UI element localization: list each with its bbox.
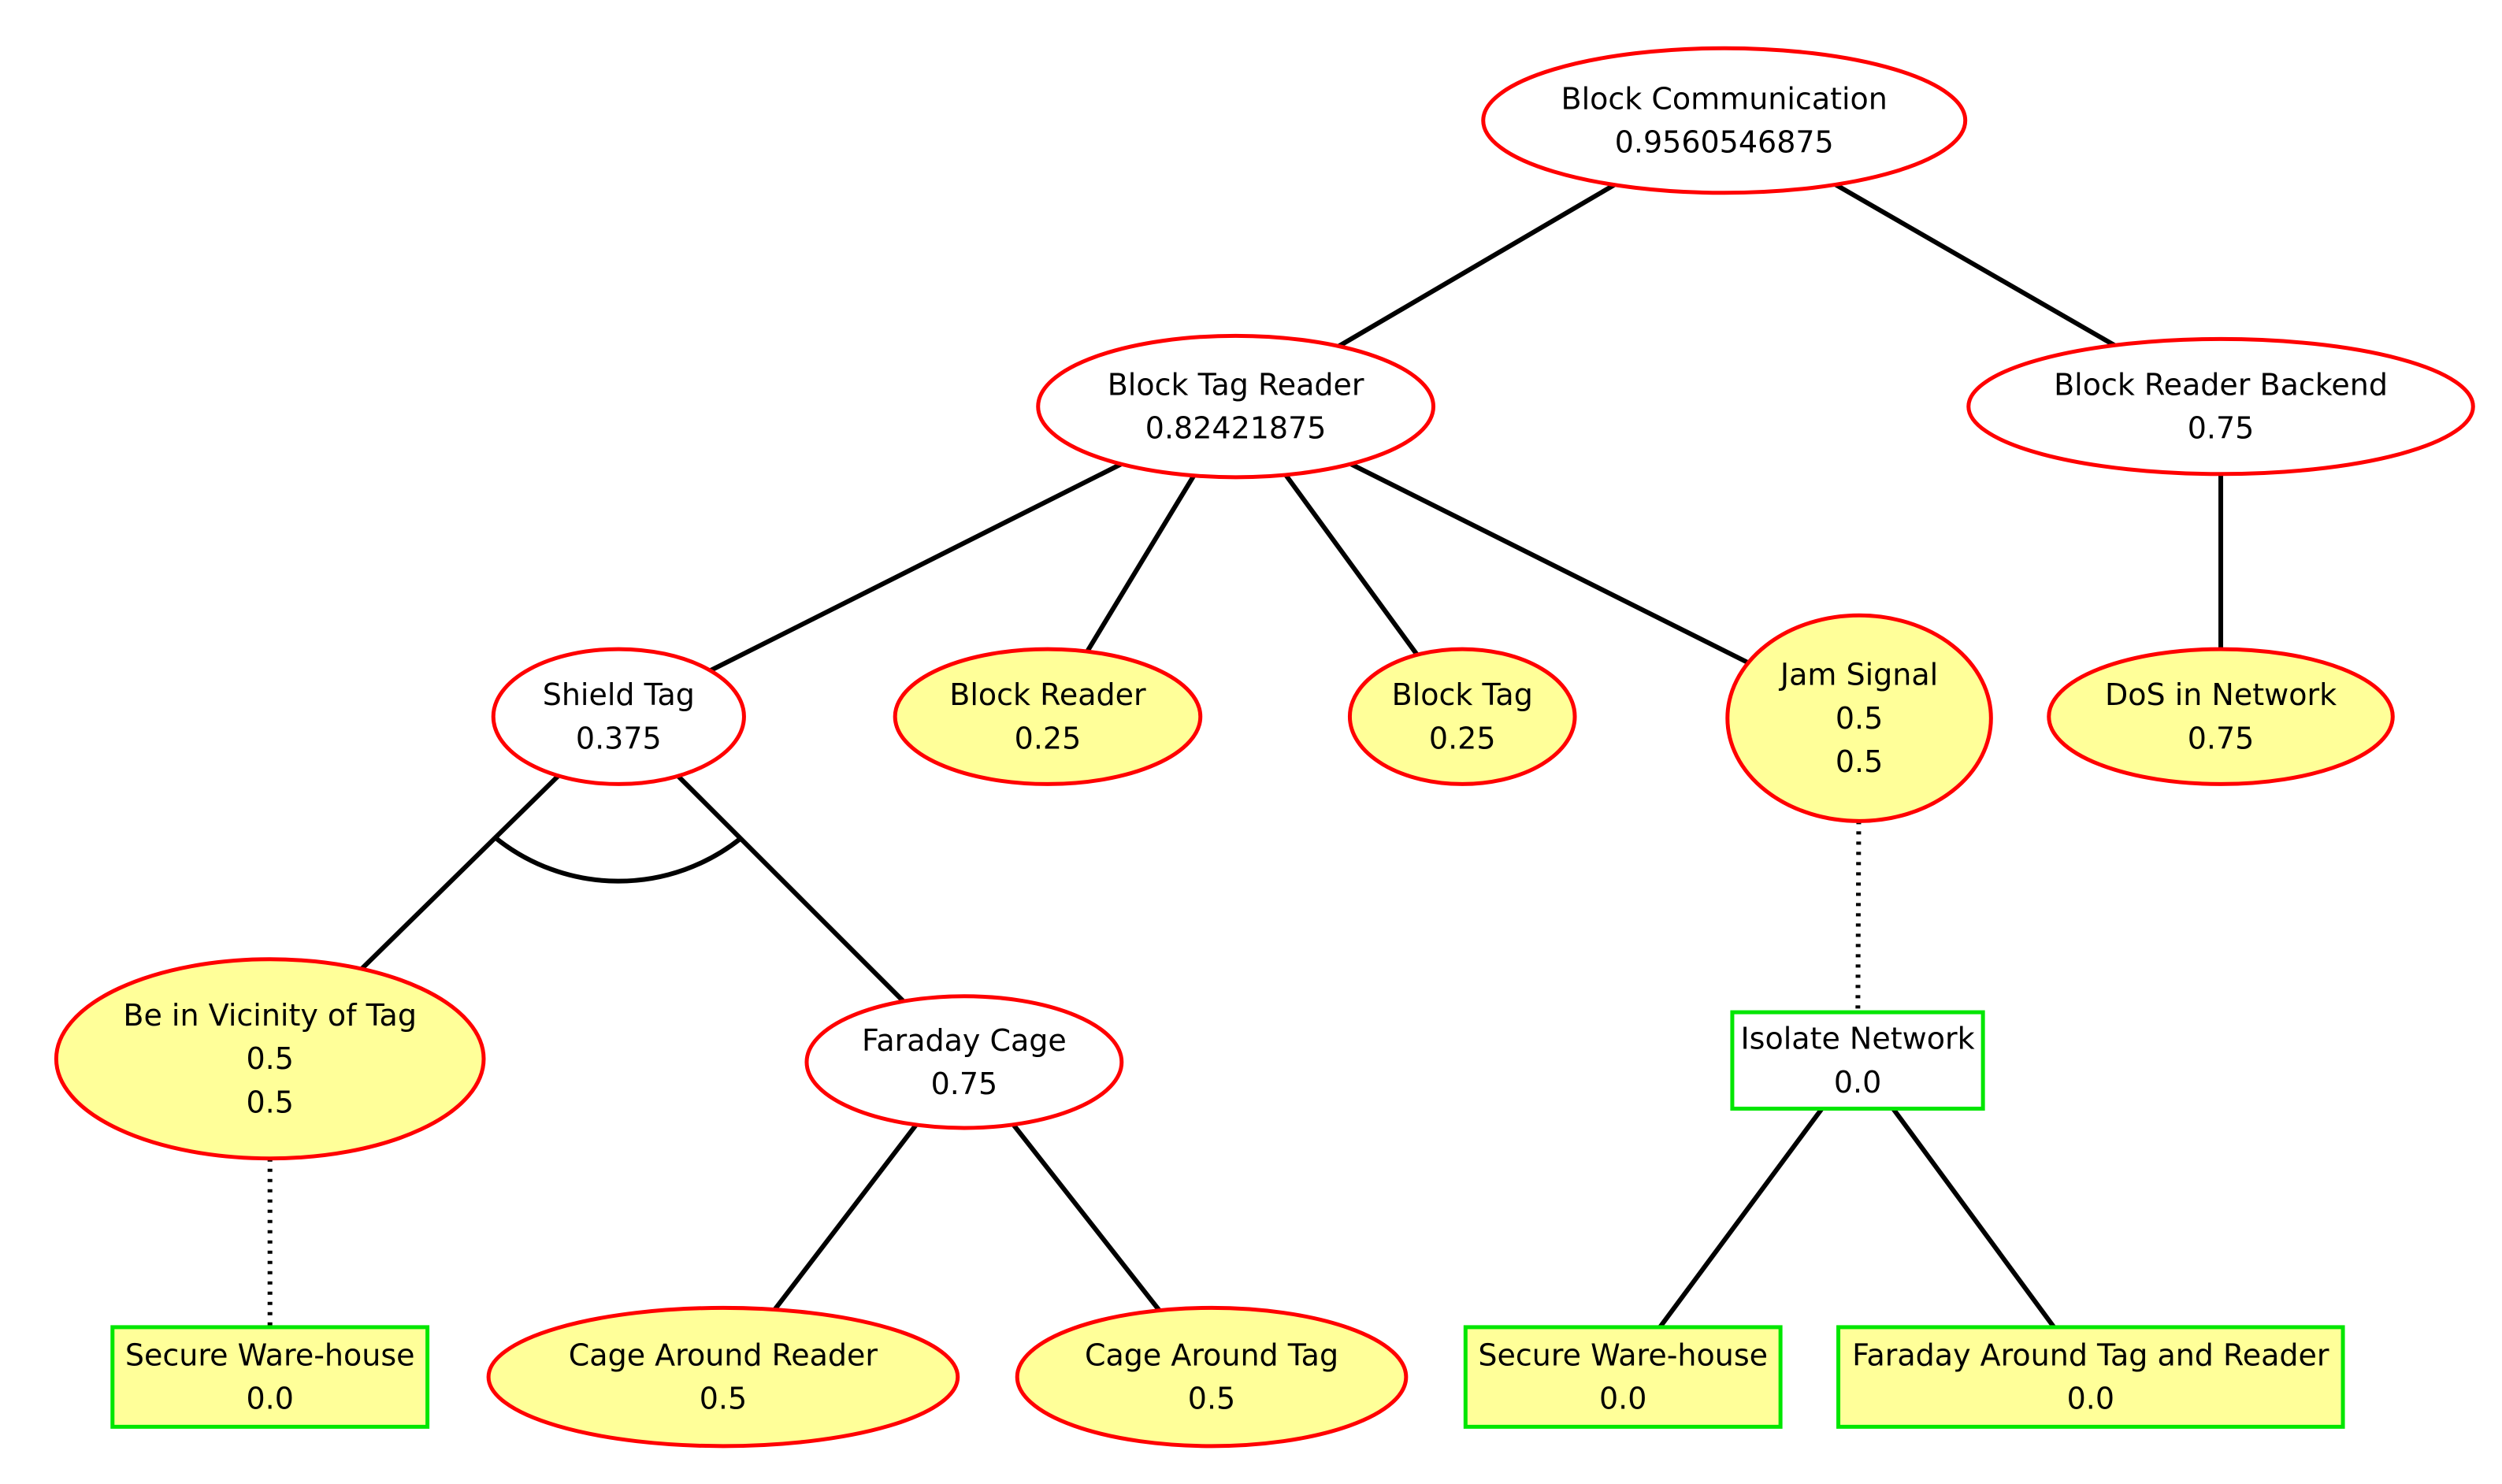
node-value: 0.5 bbox=[1836, 744, 1883, 779]
edge-shield-tag-to-be-in-vicinity-of-tag bbox=[359, 774, 560, 971]
attack-node-shape bbox=[1481, 46, 1968, 195]
node-label: Secure Ware-house bbox=[125, 1338, 415, 1373]
node-label: Jam Signal bbox=[1779, 658, 1938, 692]
defense-node-shape bbox=[1836, 1325, 2345, 1429]
node-faraday-cage[interactable]: Faraday Cage 0.75 bbox=[804, 994, 1124, 1130]
node-label: Be in Vicinity of Tag bbox=[123, 998, 417, 1033]
node-value: 0.75 bbox=[931, 1067, 998, 1101]
node-secure-ware-house-2[interactable]: Secure Ware-house 0.0 bbox=[1463, 1325, 1783, 1429]
attack-node-shape bbox=[893, 647, 1203, 786]
defense-node-shape bbox=[1463, 1325, 1783, 1429]
edge-faraday-cage-to-cage-around-reader bbox=[773, 1123, 919, 1311]
edge-block-tag-reader-to-jam-signal bbox=[1349, 462, 1750, 666]
edge-isolate-network-to-faraday-around-tag-and-reader bbox=[1891, 1107, 2056, 1329]
node-label: Block Communication bbox=[1561, 81, 1888, 116]
node-value: 0.0 bbox=[246, 1382, 293, 1416]
node-label: Faraday Around Tag and Reader bbox=[1852, 1338, 2329, 1373]
edge-block-tag-reader-to-shield-tag bbox=[709, 462, 1123, 673]
node-label: Faraday Cage bbox=[862, 1023, 1067, 1058]
attack-node-shape bbox=[486, 1305, 960, 1449]
node-jam-signal[interactable]: Jam Signal 0.5 0.5 bbox=[1725, 613, 1993, 823]
node-value: 0.5 bbox=[700, 1382, 747, 1416]
node-value: 0.25 bbox=[1429, 721, 1496, 755]
edge-shield-tag-to-faraday-cage bbox=[676, 774, 905, 1004]
node-block-tag[interactable]: Block Tag 0.25 bbox=[1347, 647, 1577, 786]
node-label: Block Tag bbox=[1392, 677, 1533, 712]
node-value: 0.9560546875 bbox=[1615, 125, 1834, 160]
attack-node-shape bbox=[54, 957, 486, 1161]
node-block-reader-backend[interactable]: Block Reader Backend 0.75 bbox=[1966, 336, 2475, 477]
node-value: 0.5 bbox=[1188, 1382, 1235, 1416]
node-value: 0.0 bbox=[1599, 1382, 1646, 1416]
attack-node-shape bbox=[1036, 333, 1436, 480]
defense-node-shape bbox=[110, 1325, 430, 1429]
node-label: Cage Around Reader bbox=[569, 1338, 878, 1373]
edge-block-communication-to-block-reader-backend bbox=[1834, 182, 2116, 347]
attack-node-shape bbox=[804, 994, 1124, 1130]
edge-block-communication-to-block-tag-reader bbox=[1337, 183, 1616, 349]
node-faraday-around-tag-and-reader[interactable]: Faraday Around Tag and Reader 0.0 bbox=[1836, 1325, 2345, 1429]
defense-node-shape bbox=[1730, 1010, 1985, 1111]
edges-layer bbox=[267, 182, 2224, 1329]
edge-block-tag-reader-to-block-tag bbox=[1283, 473, 1420, 657]
node-label: Secure Ware-house bbox=[1478, 1338, 1768, 1373]
node-secure-ware-house-1[interactable]: Secure Ware-house 0.0 bbox=[110, 1325, 430, 1429]
node-block-tag-reader[interactable]: Block Tag Reader 0.82421875 bbox=[1036, 333, 1436, 480]
attack-node-shape bbox=[2047, 647, 2395, 786]
attack-node-shape bbox=[1725, 613, 1993, 823]
node-value: 0.75 bbox=[2188, 411, 2255, 446]
node-value: 0.0 bbox=[2067, 1382, 2114, 1416]
node-shield-tag[interactable]: Shield Tag 0.375 bbox=[491, 647, 746, 786]
node-value: 0.5 bbox=[246, 1085, 293, 1119]
node-label: Block Reader bbox=[949, 677, 1146, 712]
node-label: Block Reader Backend bbox=[2054, 368, 2388, 403]
node-block-reader[interactable]: Block Reader 0.25 bbox=[893, 647, 1203, 786]
node-label: Isolate Network bbox=[1740, 1022, 1974, 1056]
node-value: 0.5 bbox=[1836, 701, 1883, 736]
node-label: DoS in Network bbox=[2105, 677, 2337, 712]
attack-node-shape bbox=[1966, 336, 2475, 477]
node-label: Shield Tag bbox=[543, 677, 695, 712]
edge-isolate-network-to-secure-ware-house-2 bbox=[1657, 1107, 1825, 1329]
node-isolate-network[interactable]: Isolate Network 0.0 bbox=[1730, 1010, 1985, 1111]
edge-block-tag-reader-to-block-reader bbox=[1085, 474, 1197, 653]
edge-faraday-cage-to-cage-around-tag bbox=[1011, 1122, 1162, 1312]
conjunction-arcs-layer bbox=[493, 836, 742, 884]
conjunction-arc-shield-tag bbox=[493, 836, 742, 884]
node-value: 0.0 bbox=[1834, 1065, 1881, 1100]
node-label: Cage Around Tag bbox=[1085, 1338, 1338, 1373]
node-dos-in-network[interactable]: DoS in Network 0.75 bbox=[2047, 647, 2395, 786]
attack-node-shape bbox=[1015, 1305, 1409, 1449]
node-value: 0.375 bbox=[576, 721, 662, 755]
node-be-in-vicinity-of-tag[interactable]: Be in Vicinity of Tag 0.5 0.5 bbox=[54, 957, 486, 1161]
attack-node-shape bbox=[1347, 647, 1577, 786]
node-value: 0.25 bbox=[1015, 721, 1082, 755]
node-value: 0.5 bbox=[246, 1041, 293, 1076]
node-value: 0.75 bbox=[2188, 721, 2255, 755]
attack-node-shape bbox=[491, 647, 746, 786]
node-label: Block Tag Reader bbox=[1108, 368, 1364, 403]
node-cage-around-tag[interactable]: Cage Around Tag 0.5 bbox=[1015, 1305, 1409, 1449]
node-value: 0.82421875 bbox=[1145, 411, 1327, 446]
node-cage-around-reader[interactable]: Cage Around Reader 0.5 bbox=[486, 1305, 960, 1449]
node-block-communication[interactable]: Block Communication 0.9560546875 bbox=[1481, 46, 1968, 195]
